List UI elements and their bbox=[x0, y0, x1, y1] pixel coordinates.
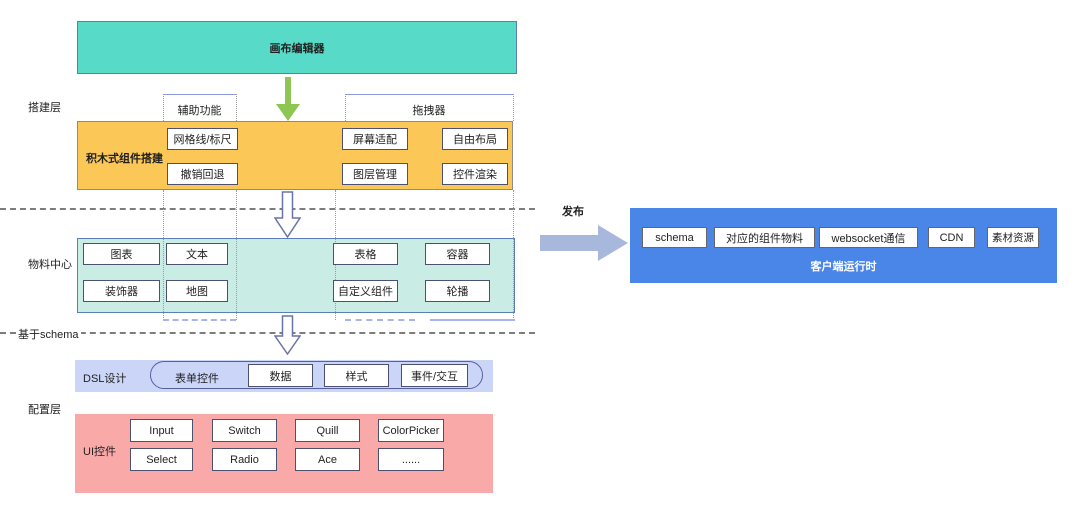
flow-arrow-icon bbox=[274, 315, 301, 355]
guide-line bbox=[236, 94, 237, 121]
material-item-decorator: 装饰器 bbox=[83, 280, 160, 302]
runtime-title: 客户端运行时 bbox=[810, 261, 877, 273]
dsl-box: DSL设计 表单控件 数据 样式 事件/交互 bbox=[75, 360, 493, 392]
ui-item-ace: Ace bbox=[295, 448, 360, 471]
build-item-undo: 撤销回退 bbox=[167, 163, 238, 185]
publish-label: 发布 bbox=[562, 206, 584, 218]
build-box-title: 积木式组件搭建 bbox=[86, 153, 163, 165]
aux-column-topline bbox=[163, 94, 236, 95]
runtime-box: schema 对应的组件物料 websocket通信 CDN 素材资源 客户端运… bbox=[630, 208, 1057, 283]
runtime-item-component-material: 对应的组件物料 bbox=[714, 227, 815, 248]
build-item-layer-manage: 图层管理 bbox=[342, 163, 408, 185]
ui-controls-title: UI控件 bbox=[83, 446, 116, 458]
build-box: 积木式组件搭建 网格线/标尺 撤销回退 屏幕适配 自由布局 图层管理 控件渲染 bbox=[77, 121, 513, 190]
ui-item-colorpicker: ColorPicker bbox=[378, 419, 444, 442]
material-item-table: 表格 bbox=[333, 243, 398, 265]
canvas-editor-label: 画布编辑器 bbox=[269, 42, 325, 55]
label-based-on-schema: 基于schema bbox=[16, 326, 81, 342]
label-aux-group: 辅助功能 bbox=[177, 105, 222, 117]
dsl-box-title: DSL设计 bbox=[83, 373, 127, 385]
flow-arrow-icon bbox=[274, 191, 301, 238]
material-item-map: 地图 bbox=[166, 280, 228, 302]
runtime-item-asset-resource: 素材资源 bbox=[987, 227, 1039, 248]
build-item-widget-render: 控件渲染 bbox=[442, 163, 508, 185]
ui-item-quill: Quill bbox=[295, 419, 360, 442]
guide-line bbox=[163, 319, 236, 321]
label-config-layer: 配置层 bbox=[28, 404, 61, 416]
ui-controls-box: UI控件 Input Switch Quill ColorPicker Sele… bbox=[75, 414, 493, 493]
guide-line bbox=[345, 94, 346, 121]
guide-line bbox=[513, 94, 514, 121]
ui-item-input: Input bbox=[130, 419, 193, 442]
material-item-custom-component: 自定义组件 bbox=[333, 280, 398, 302]
guide-line bbox=[513, 190, 514, 320]
build-item-screen-adapt: 屏幕适配 bbox=[342, 128, 408, 150]
dsl-item-event-interaction: 事件/交互 bbox=[401, 364, 468, 387]
layer-divider-top bbox=[0, 208, 535, 210]
layer-divider-schema bbox=[0, 332, 535, 334]
material-item-text: 文本 bbox=[166, 243, 228, 265]
runtime-item-websocket: websocket通信 bbox=[819, 227, 918, 248]
label-drag-group: 拖拽器 bbox=[412, 105, 446, 117]
ui-item-select: Select bbox=[130, 448, 193, 471]
dsl-item-style: 样式 bbox=[324, 364, 389, 387]
ui-item-radio: Radio bbox=[212, 448, 277, 471]
build-item-free-layout: 自由布局 bbox=[442, 128, 508, 150]
label-build-layer: 搭建层 bbox=[28, 102, 61, 114]
runtime-item-cdn: CDN bbox=[928, 227, 975, 248]
publish-arrow-icon bbox=[540, 225, 628, 261]
guide-line bbox=[345, 319, 415, 321]
canvas-editor-box: 画布编辑器 bbox=[77, 21, 517, 74]
dsl-item-data: 数据 bbox=[248, 364, 313, 387]
build-item-grid-ruler: 网格线/标尺 bbox=[167, 128, 238, 150]
drag-column-topline bbox=[345, 94, 513, 95]
dsl-pill: 表单控件 数据 样式 事件/交互 bbox=[150, 361, 483, 389]
guide-line bbox=[163, 190, 164, 320]
label-material-center: 物料中心 bbox=[28, 259, 72, 271]
dsl-form-control-label: 表单控件 bbox=[175, 373, 219, 385]
guide-line bbox=[236, 190, 237, 320]
runtime-item-schema: schema bbox=[642, 227, 707, 248]
ui-item-switch: Switch bbox=[212, 419, 277, 442]
guide-line bbox=[430, 319, 515, 321]
material-item-chart: 图表 bbox=[83, 243, 160, 265]
material-item-carousel: 轮播 bbox=[425, 280, 490, 302]
ui-item-more: ...... bbox=[378, 448, 444, 471]
green-down-arrow-icon bbox=[276, 77, 300, 121]
guide-line bbox=[163, 94, 164, 121]
material-item-container: 容器 bbox=[425, 243, 490, 265]
